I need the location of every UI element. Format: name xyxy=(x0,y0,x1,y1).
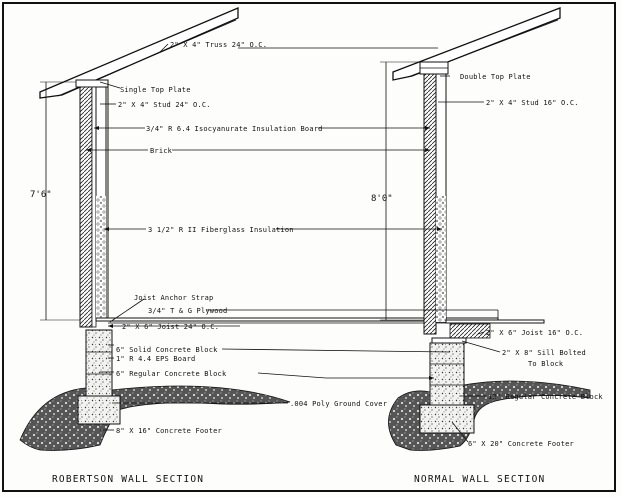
label-joist-left: 2" X 6" Joist 24" O.C. xyxy=(122,323,219,331)
label-poly-cover: .004 Poly Ground Cover xyxy=(290,400,387,408)
ground-left xyxy=(19,385,291,451)
dimension-right-height: 8'0" xyxy=(371,194,393,204)
brick-veneer-left xyxy=(79,86,93,328)
robertson-wall-section xyxy=(19,7,499,451)
label-single-top-plate: Single Top Plate xyxy=(120,86,191,94)
label-fiberglass: 3 1/2" R II Fiberglass Insulation xyxy=(148,226,294,234)
label-solid-block: 6" Solid Concrete Block xyxy=(116,346,218,354)
joist-right xyxy=(449,323,491,339)
foundation-block-left xyxy=(85,329,113,397)
label-joist-right: 2" X 6" Joist 16" O.C. xyxy=(486,329,583,337)
label-footer-left: 8" X 16" Concrete Footer xyxy=(116,427,222,435)
leader-lines xyxy=(86,43,501,443)
label-joist-anchor: Joist Anchor Strap xyxy=(134,294,213,302)
label-double-top-plate: Double Top Plate xyxy=(460,73,531,81)
title-right: NORMAL WALL SECTION xyxy=(414,474,545,485)
label-sill-2: To Block xyxy=(528,360,564,368)
label-stud-right: 2" X 4" Stud 16" O.C. xyxy=(486,99,579,107)
label-regular-block-right: 12" Regular Concrete Block xyxy=(488,393,603,401)
label-sill: 2" X 8" Sill Bolted xyxy=(502,349,586,357)
sill-right xyxy=(431,337,467,344)
normal-wall-section xyxy=(380,7,591,451)
leader-arrowheads xyxy=(86,126,442,380)
label-stud-left: 2" X 4" Stud 24" O.C. xyxy=(118,101,211,109)
label-truss: 2" X 4" Truss 24" O.C. xyxy=(170,41,267,49)
fiberglass-left xyxy=(96,196,106,320)
label-insulation-board: 3/4" R 6.4 Isocyanurate Insulation Board xyxy=(146,125,323,133)
label-plywood: 3/4" T & G Plywood xyxy=(148,307,227,315)
top-plate-left xyxy=(75,79,109,88)
fiberglass-right xyxy=(436,196,446,322)
footer-left xyxy=(77,395,121,425)
title-left: ROBERTSON WALL SECTION xyxy=(52,474,204,485)
brick-veneer-right xyxy=(423,73,437,335)
dimension-left-height: 7'6" xyxy=(30,190,52,200)
label-regular-block-left: 6" Regular Concrete Block xyxy=(116,370,227,378)
drawing-border xyxy=(2,2,616,492)
roof-truss-right xyxy=(392,7,561,81)
label-brick: Brick xyxy=(150,147,173,155)
roof-truss-left xyxy=(39,7,239,99)
label-eps-board: 1" R 4.4 EPS Board xyxy=(116,355,195,363)
label-footer-right: 6" X 20" Concrete Footer xyxy=(468,440,574,448)
footer-right xyxy=(419,404,475,434)
